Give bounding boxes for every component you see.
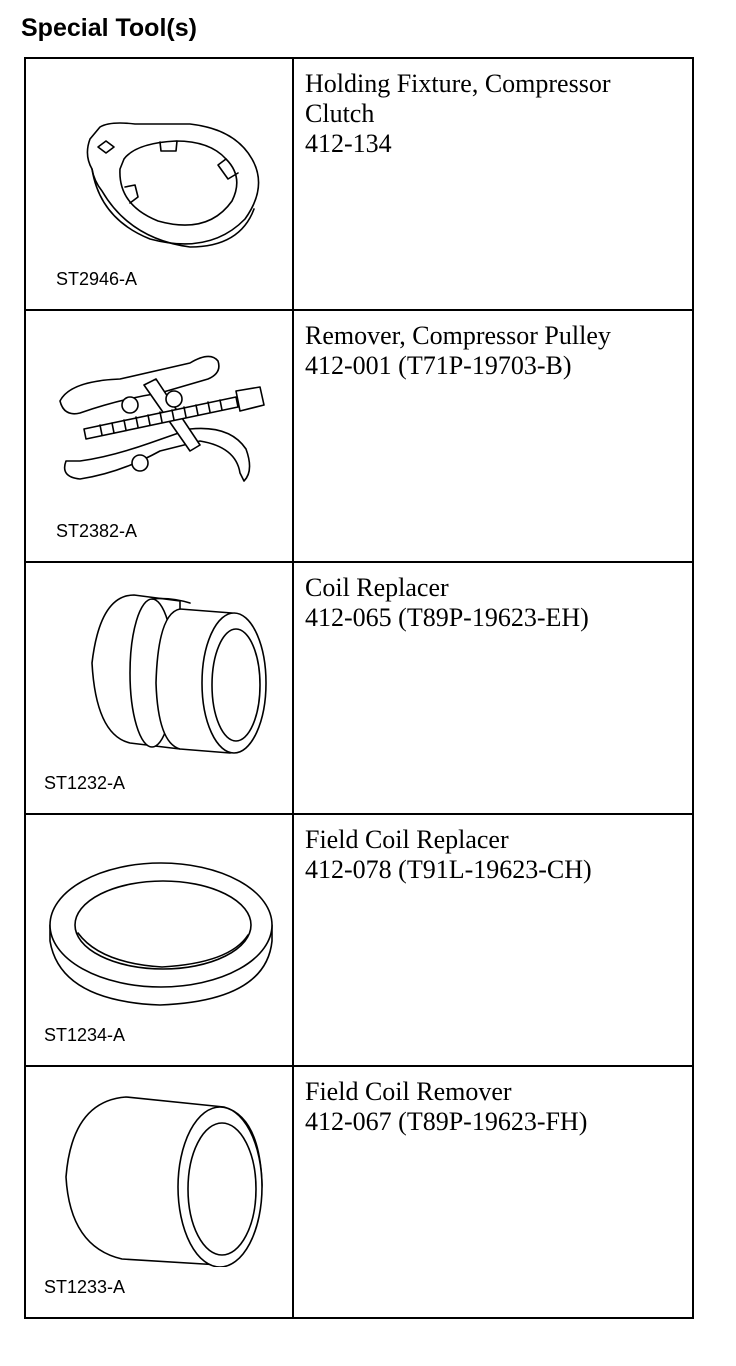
tool-code: ST1232-A [44, 773, 126, 793]
tool-number: 412-067 (T89P-19623-FH) [305, 1107, 588, 1136]
holding-fixture-icon [86, 122, 260, 248]
table-row: ST1232-A Coil Replacer 412-065 (T89P-196… [24, 561, 694, 815]
tool-description-cell: Holding Fixture, Compressor Clutch 412-1… [292, 57, 694, 311]
tool-image-cell: ST2946-A [24, 57, 294, 311]
tool-image-cell: ST1232-A [24, 561, 294, 815]
tool-code: ST2946-A [56, 269, 138, 289]
tool-name: Holding Fixture, Compressor Clutch [305, 69, 611, 128]
tool-number: 412-078 (T91L-19623-CH) [305, 855, 592, 884]
sleeve-icon [65, 1096, 263, 1267]
tool-image-cell: ST1233-A [24, 1065, 294, 1319]
tool-image-cell: ST1234-A [24, 813, 294, 1067]
tool-description-cell: Coil Replacer 412-065 (T89P-19623-EH) [292, 561, 694, 815]
tool-image-cell: ST2382-A [24, 309, 294, 563]
tool-name: Coil Replacer [305, 573, 449, 602]
tool-number: 412-134 [305, 129, 392, 158]
tool-name: Field Coil Remover [305, 1077, 512, 1106]
table-row: ST2946-A Holding Fixture, Compressor Clu… [24, 57, 694, 311]
tool-code: ST1233-A [44, 1277, 126, 1297]
stepped-sleeve-icon [91, 594, 267, 754]
table-row: ST2382-A Remover, Compressor Pulley 412-… [24, 309, 694, 563]
special-tools-table: ST2946-A Holding Fixture, Compressor Clu… [24, 57, 694, 1319]
tool-name: Field Coil Replacer [305, 825, 509, 854]
table-row: ST1234-A Field Coil Replacer 412-078 (T9… [24, 813, 694, 1067]
tool-description-cell: Remover, Compressor Pulley 412-001 (T71P… [292, 309, 694, 563]
tool-description-cell: Field Coil Replacer 412-078 (T91L-19623-… [292, 813, 694, 1067]
tool-code: ST1234-A [44, 1025, 126, 1045]
tool-description-cell: Field Coil Remover 412-067 (T89P-19623-F… [292, 1065, 694, 1319]
page-title: Special Tool(s) [21, 14, 197, 42]
pulley-puller-icon [59, 355, 265, 482]
ring-icon [49, 862, 273, 1006]
tool-name: Remover, Compressor Pulley [305, 321, 611, 350]
tool-code: ST2382-A [56, 521, 138, 541]
table-row: ST1233-A Field Coil Remover 412-067 (T89… [24, 1065, 694, 1319]
tool-number: 412-065 (T89P-19623-EH) [305, 603, 589, 632]
tool-number: 412-001 (T71P-19703-B) [305, 351, 572, 380]
